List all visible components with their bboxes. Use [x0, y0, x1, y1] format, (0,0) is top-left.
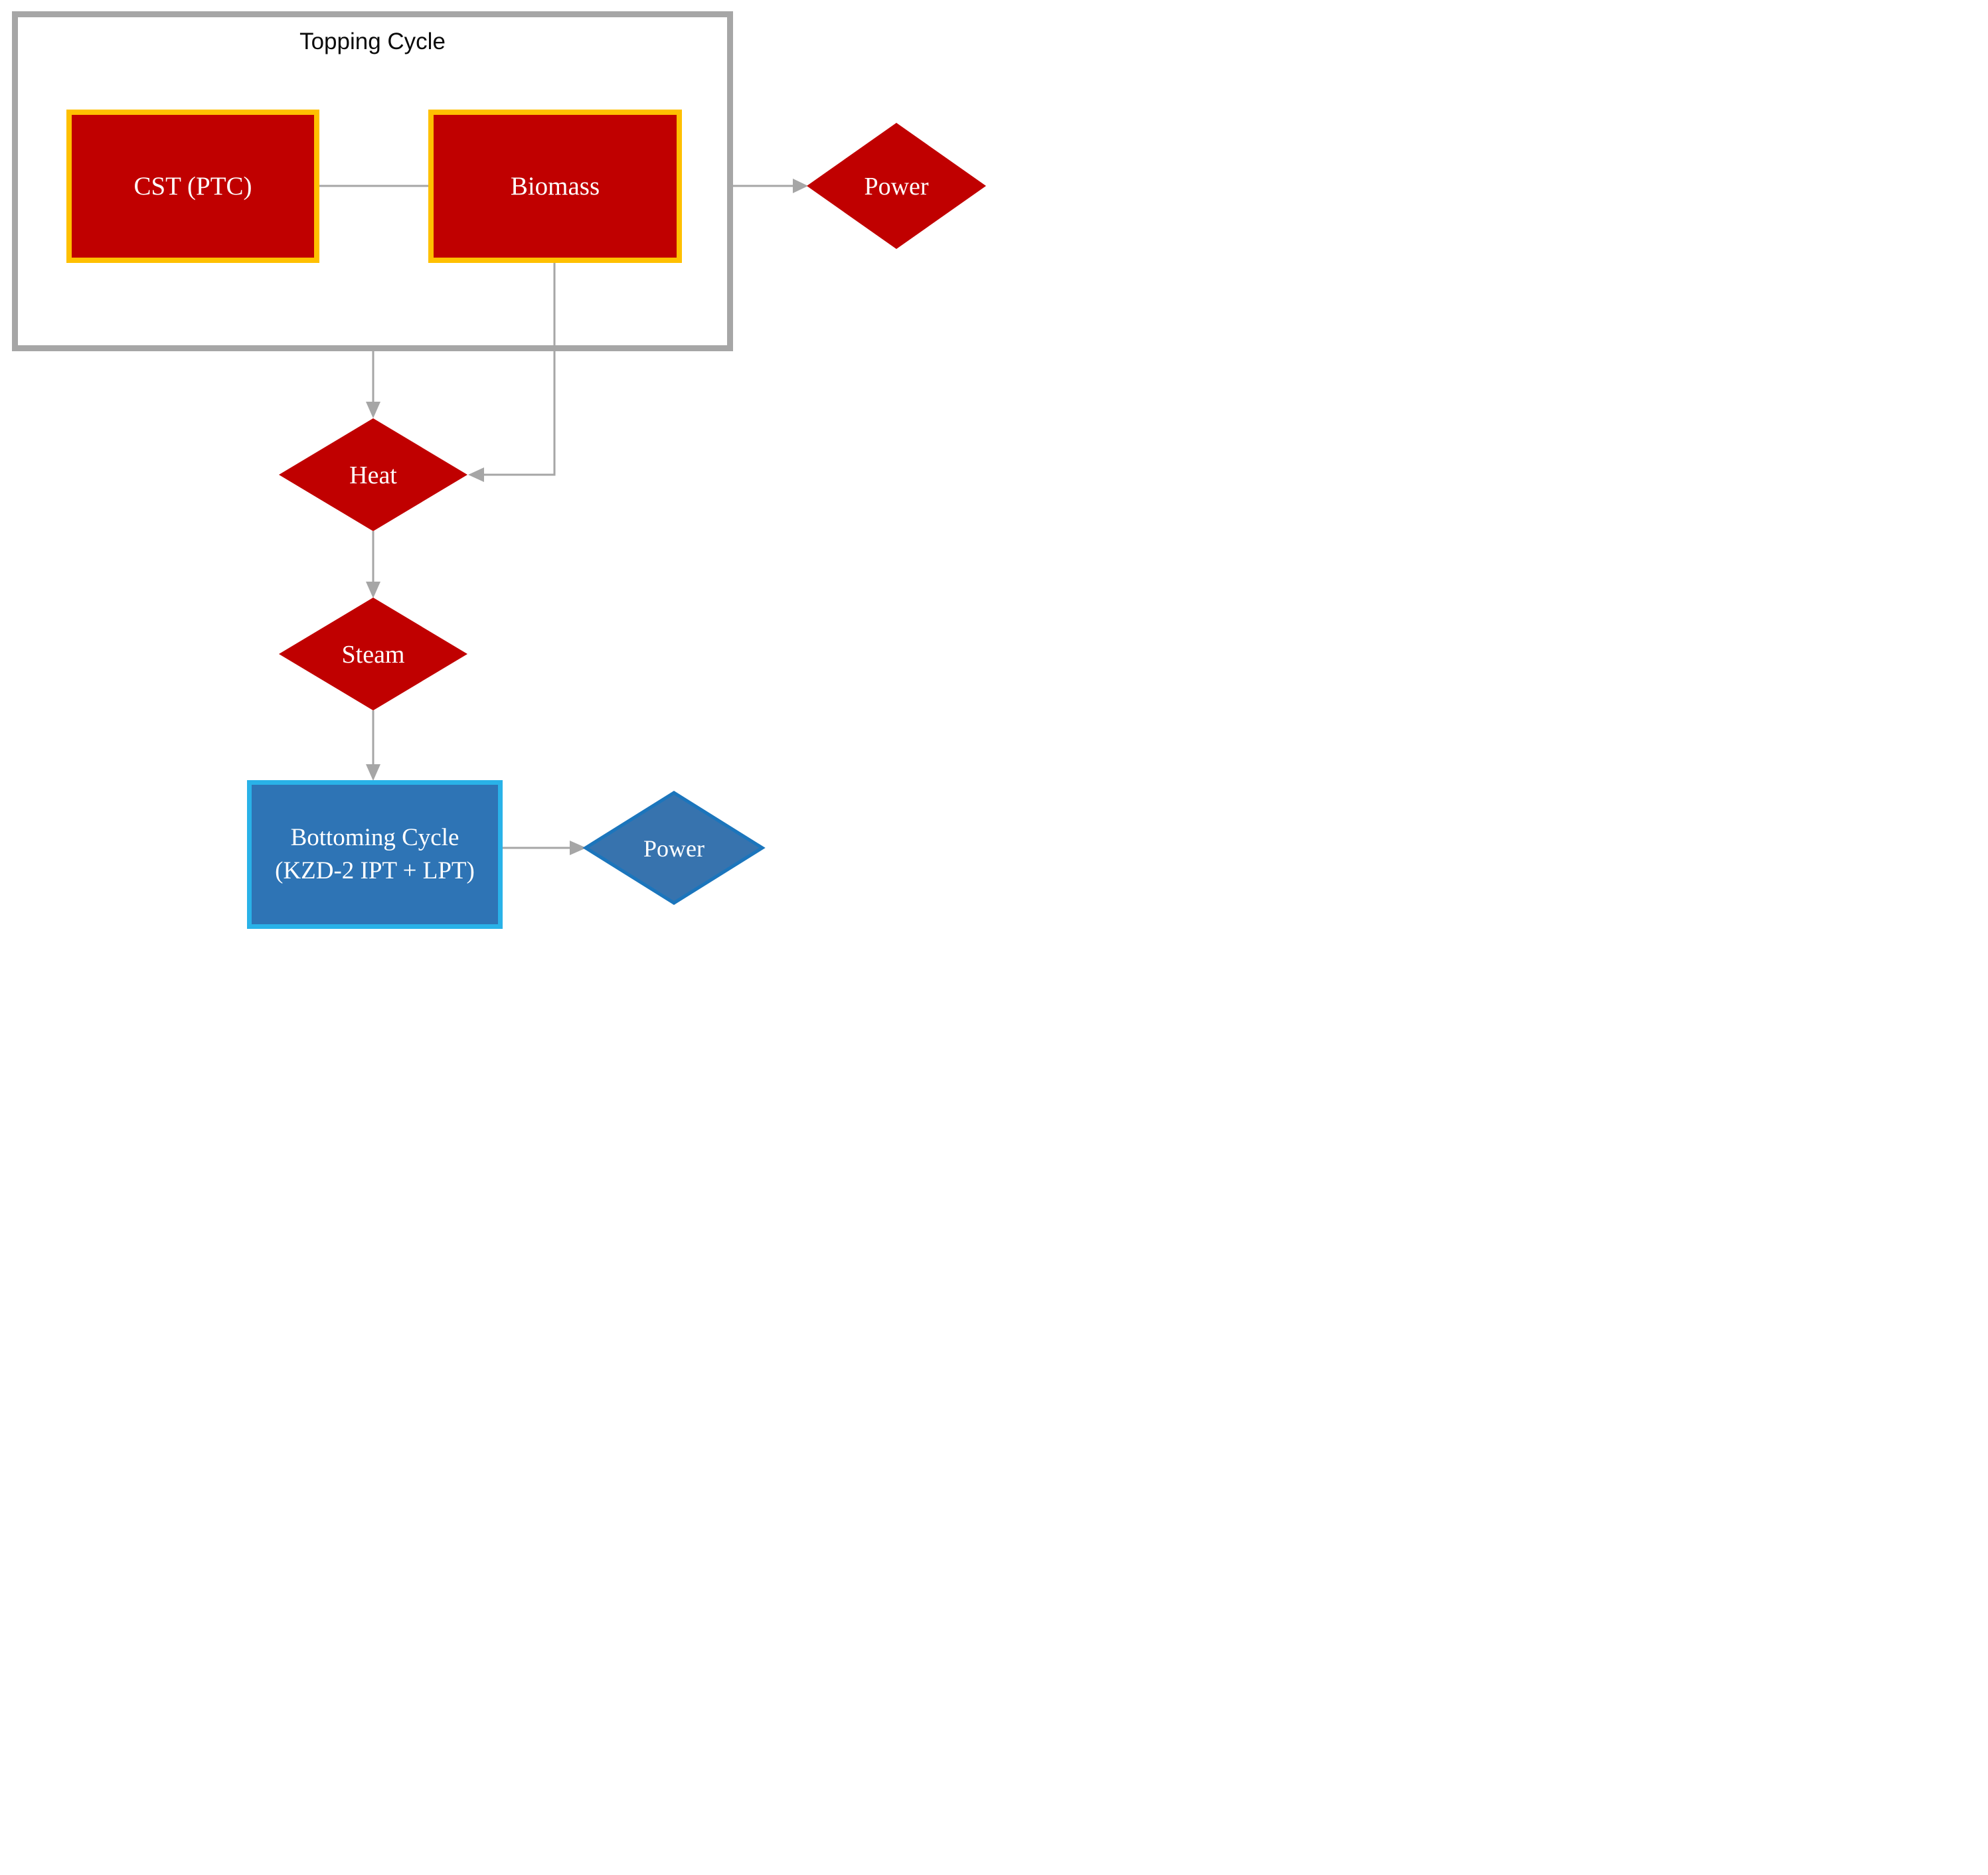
cst-ptc-node: CST (PTC): [66, 110, 319, 263]
arrowhead-topping-power: [793, 179, 808, 193]
heat-label: Heat: [349, 461, 397, 489]
bottoming-cycle-label-line1: Bottoming Cycle: [290, 824, 459, 852]
arrowhead-biomass-heat: [468, 467, 484, 482]
steam-label: Steam: [341, 641, 405, 669]
bottoming-cycle-label-line2: (KZD-2 IPT + LPT): [275, 857, 475, 884]
flow-diagram: Topping Cycle CST (PTC) Biomass Bottomin…: [0, 0, 994, 938]
biomass-label: Biomass: [510, 172, 600, 201]
bottoming-cycle-node: Bottoming Cycle (KZD-2 IPT + LPT): [247, 780, 503, 929]
cst-ptc-label: CST (PTC): [133, 172, 252, 201]
topping-cycle-container: [12, 11, 733, 351]
power-bottom-label: Power: [643, 835, 704, 862]
connector-layer: [279, 123, 986, 905]
arrowhead-steam-bottoming: [366, 764, 380, 781]
arrowhead-topping-heat: [366, 402, 380, 418]
heat-diamond: [279, 418, 467, 531]
arrowhead-bottoming-power: [570, 841, 586, 855]
topping-cycle-title: Topping Cycle: [299, 29, 446, 54]
power-top-label: Power: [864, 173, 929, 201]
biomass-node: Biomass: [428, 110, 682, 263]
steam-diamond: [279, 598, 467, 710]
connector-biomass-heat: [484, 262, 556, 476]
arrowhead-heat-steam: [366, 582, 380, 598]
power-bottom-diamond: [582, 791, 766, 905]
power-top-diamond: [807, 123, 986, 249]
